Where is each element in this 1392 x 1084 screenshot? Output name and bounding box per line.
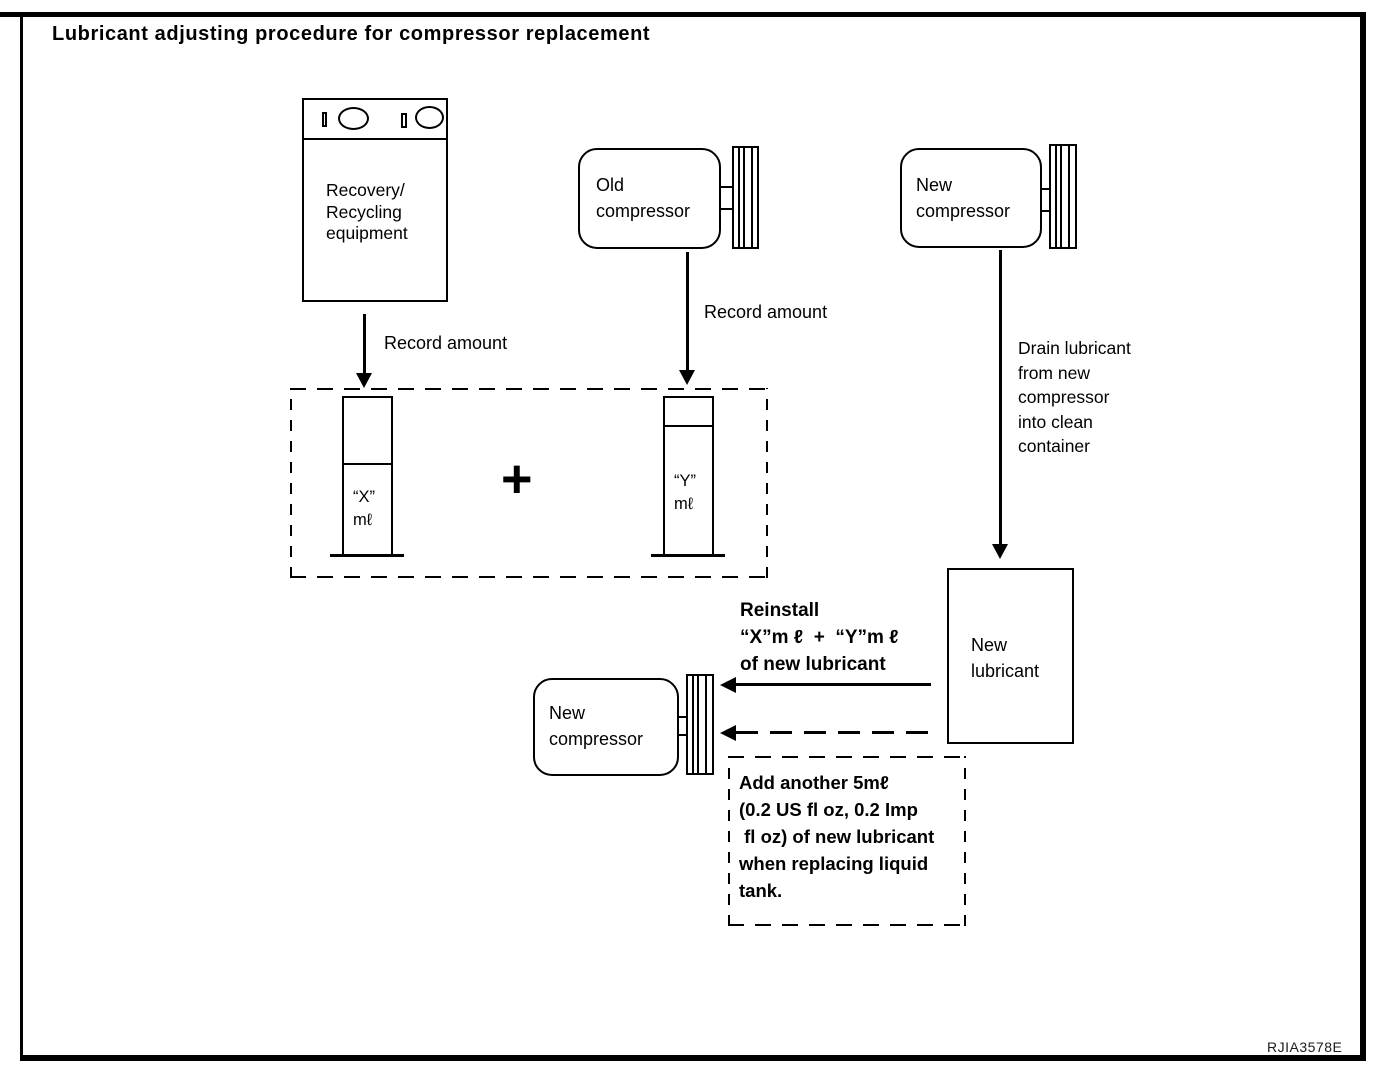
recovery-equipment-box: Recovery/ Recycling equipment [302,98,448,302]
pulley-stripe [743,148,745,247]
add-note-box: Add another 5mℓ (0.2 US fl oz, 0.2 Imp f… [728,756,966,926]
pulley-icon [686,674,714,775]
pulley-connector [1041,210,1050,212]
record-amount-label-left: Record amount [384,333,508,353]
gauge-port-icon [322,112,327,127]
pulley-stripe [705,676,707,773]
cylinder-base [651,554,725,557]
pulley-stripe [751,148,753,247]
pulley-connector [677,734,686,736]
arrow-down-icon [356,373,372,388]
measuring-cylinder-x: “X” mℓ [342,396,393,556]
pulley-stripe [738,148,740,247]
add-note-text: Add another 5mℓ (0.2 US fl oz, 0.2 Imp f… [739,772,935,901]
record-amount-label-right: Record amount [704,302,828,322]
arrow-line [735,683,931,686]
arrow-down-icon [679,370,695,385]
pulley-icon [1049,144,1077,249]
pulley-connector [721,186,732,188]
measuring-cylinder-y: “Y” mℓ [663,396,714,556]
arrow-line [686,252,689,371]
pulley-connector [1041,188,1050,190]
gauge-port-icon [401,113,407,128]
pulley-connector [677,716,686,718]
new-compressor-bottom-label: New compressor [549,703,644,749]
figure-code: RJIA3578E [1267,1039,1343,1055]
gauge-panel [304,100,446,140]
diagram-title: Lubricant adjusting procedure for compre… [52,23,651,45]
top-rule [0,12,22,17]
cylinder-x-amount: “X” mℓ [353,488,375,529]
arrow-down-icon [992,544,1008,559]
pulley-icon [732,146,759,249]
cylinder-y-amount: “Y” mℓ [674,472,696,513]
gauge-dial-icon [415,106,444,129]
old-compressor-box: Old compressor [578,148,721,249]
pulley-connector [721,208,732,210]
arrow-left-icon [720,725,736,741]
drain-lubricant-note: Drain lubricant from new compressor into… [1018,338,1131,456]
new-compressor-top-box: New compressor [900,148,1042,248]
recovery-equipment-label: Recovery/ Recycling equipment [326,180,408,243]
arrow-left-icon [720,677,736,693]
pulley-stripe [1055,146,1057,247]
fill-level-line [344,463,391,465]
pulley-stripe [1068,146,1070,247]
arrow-line [999,250,1002,545]
pulley-stripe [697,676,699,773]
fill-level-line [665,425,712,427]
cylinder-base [330,554,404,557]
new-lubricant-box: New lubricant [947,568,1074,744]
old-compressor-label: Old compressor [596,175,691,221]
reinstall-note: Reinstall “X”m ℓ + “Y”m ℓ of new lubrica… [740,600,899,675]
pulley-stripe [692,676,694,773]
new-compressor-top-label: New compressor [916,175,1011,221]
arrow-line [363,314,366,374]
gauge-dial-icon [338,107,369,130]
new-compressor-bottom-box: New compressor [533,678,679,776]
diagram-border [20,12,1366,1061]
plus-sign: + [501,449,533,509]
dashed-arrow-line [736,731,932,734]
pulley-stripe [1060,146,1062,247]
new-lubricant-label: New lubricant [971,635,1040,681]
